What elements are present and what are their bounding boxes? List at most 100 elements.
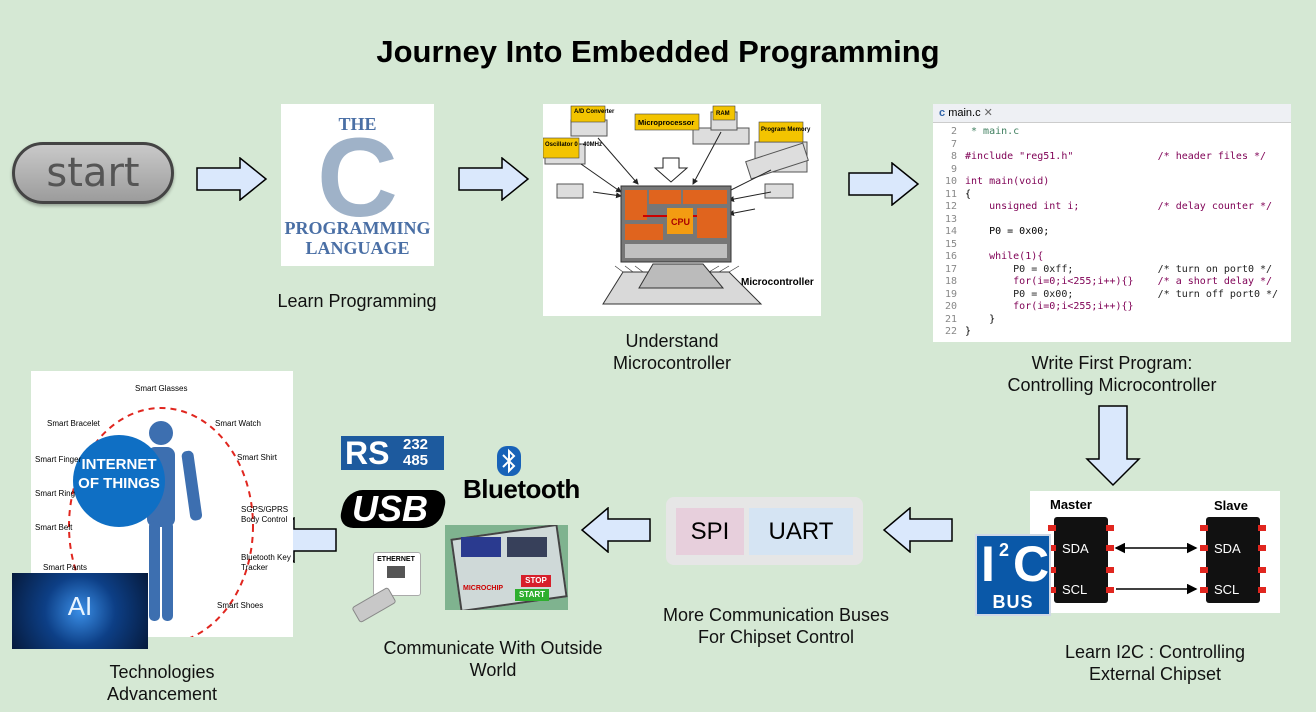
code-line: 11{ [933, 189, 1291, 202]
microcontroller-illustration: A/D Converter Microprocessor RAM Program… [543, 105, 814, 305]
caption-line: More Communication Buses [662, 605, 890, 625]
iot-item: Smart Watch [215, 419, 261, 428]
iot-badge-text: INTERNET OF THINGS [73, 455, 165, 493]
c-book-programming: PROGRAMMING [284, 218, 431, 238]
code-text: * main.c [965, 126, 1020, 137]
editor-tab[interactable]: c main.c ✕ [933, 104, 1291, 123]
diagram-title: Journey Into Embedded Programming [376, 34, 940, 69]
code-line: 22} [933, 326, 1291, 339]
code-text: unsigned int i; /* delay counter */ [965, 201, 1273, 212]
stop-button: STOP [521, 575, 551, 587]
line-number: 18 [944, 276, 957, 287]
usb-text: USB [352, 488, 429, 529]
line-number: 17 [944, 263, 957, 275]
caption-understand-mcu: Understand Microcontroller [572, 330, 772, 374]
i2c-diagram: Master Slave SDA SCL SDA SCL [1030, 491, 1280, 613]
usb-logo: USB [337, 486, 449, 532]
logo-bus: BUS [992, 592, 1034, 612]
code-line: 21 } [933, 314, 1291, 327]
bluetooth-icon [497, 446, 521, 476]
slave-scl: SCL [1214, 582, 1239, 597]
code-text: } [965, 326, 972, 337]
i2c-master-label: Master [1050, 497, 1092, 512]
line-number: 20 [944, 301, 957, 312]
code-line: 10 int main(void) [933, 176, 1291, 189]
iot-item: Smart Glasses [135, 384, 188, 393]
mcu-label-ram: RAM [716, 111, 730, 117]
line-number: 19 [944, 288, 957, 300]
master-chip [1054, 517, 1108, 603]
arrow-left-2 [580, 507, 651, 553]
ethernet-port [387, 566, 405, 578]
arrow-left-1 [882, 507, 953, 553]
line-number: 10 [944, 176, 957, 187]
code-line: 12 unsigned int i; /* delay counter */ [933, 201, 1291, 214]
caption-learn-programming: Learn Programming [277, 291, 437, 311]
mcu-label-ad: A/D Converter [574, 109, 615, 115]
logo-sup: 2 [999, 540, 1010, 560]
line-number: 13 [944, 213, 957, 225]
line-number: 14 [944, 226, 957, 237]
iot-item: Smart Finger [35, 455, 82, 464]
code-line: 15 [933, 239, 1291, 252]
code-line: 18 for(i=0;i<255;i++){} /* a short delay… [933, 276, 1291, 289]
code-line: 16 while(1){ [933, 251, 1291, 264]
microcontroller-diagram: A/D Converter Microprocessor RAM Program… [543, 104, 821, 316]
rs-485: 485 [403, 452, 429, 469]
code-text: for(i=0;i<255;i++){} [965, 301, 1134, 312]
slave-chip [1206, 517, 1260, 603]
caption-line: For Chipset Control [697, 627, 855, 647]
caption-tech: Technologies Advancement [62, 661, 262, 705]
line-number: 7 [950, 138, 957, 150]
caption-line: World [469, 660, 517, 680]
caption-line: Advancement [106, 684, 218, 704]
caption-line: Learn I2C : Controlling [1064, 642, 1246, 662]
rs-logo: RS 232 485 [341, 436, 444, 470]
mcu-label-microcontroller: Microcontroller [741, 277, 814, 288]
brand-label: MICROCHIP [463, 585, 504, 592]
logo-i: I [981, 536, 995, 592]
code-text: #include "reg51.h" /* header files */ [965, 151, 1267, 162]
code-line: 17 P0 = 0xff; /* turn on port0 */ [933, 264, 1291, 277]
editor-tab-label: main.c [948, 107, 981, 119]
c-book-the: THE [338, 114, 377, 134]
caption-i2c: Learn I2C : Controlling External Chipset [1025, 641, 1285, 685]
code-text: { [965, 188, 972, 200]
iot-item: Smart Shirt [237, 453, 278, 462]
iot-item: Smart Shoes [217, 601, 264, 610]
screen-graph [461, 537, 501, 557]
line-number: 15 [944, 238, 957, 250]
code-text: P0 = 0x00; /* turn off port0 */ [965, 288, 1279, 300]
caption-line: Microcontroller [612, 353, 732, 373]
code-text: for(i=0;i<255;i++){} /* a short delay */ [965, 276, 1273, 287]
code-text: P0 = 0x00; [965, 226, 1050, 237]
code-text: int main(void) [965, 176, 1050, 187]
mcu-label-microprocessor: Microprocessor [638, 118, 694, 127]
slave-sda: SDA [1214, 541, 1241, 556]
mcu-label-cpu: CPU [671, 217, 690, 227]
iot-item: Smart Ring [35, 489, 76, 498]
i2c-bus-logo: I 2 C BUS [975, 534, 1051, 616]
ai-image: AI [12, 573, 148, 649]
c-book-cover: THE C PROGRAMMING LANGUAGE [281, 104, 434, 266]
code-text: } [965, 313, 996, 325]
code-line: 20 for(i=0;i<255;i++){} [933, 301, 1291, 314]
mcu-label-oscillator: Oscillator 0 - 40MHz [545, 142, 602, 148]
uart-label: UART [749, 508, 853, 555]
code-line: 13 [933, 214, 1291, 227]
ethernet-label: ETHERNET [377, 556, 415, 563]
caption-first-program: Write First Program: Controlling Microco… [962, 352, 1262, 396]
iot-badge [73, 435, 165, 527]
caption-line: Communicate With Outside [383, 638, 603, 658]
line-number: 2 [950, 126, 957, 137]
c-book-language: LANGUAGE [305, 238, 410, 258]
logo-c: C [1013, 536, 1050, 592]
start-panel-button: START [515, 589, 549, 601]
iot-illustration: INTERNET OF THINGS Smart Glasses Smart W… [31, 371, 293, 637]
line-number: 22 [944, 326, 957, 337]
start-button[interactable]: start [12, 142, 174, 204]
close-icon[interactable]: ✕ [983, 107, 993, 119]
line-number: 9 [950, 163, 957, 175]
c-book-letter: C [317, 115, 398, 240]
